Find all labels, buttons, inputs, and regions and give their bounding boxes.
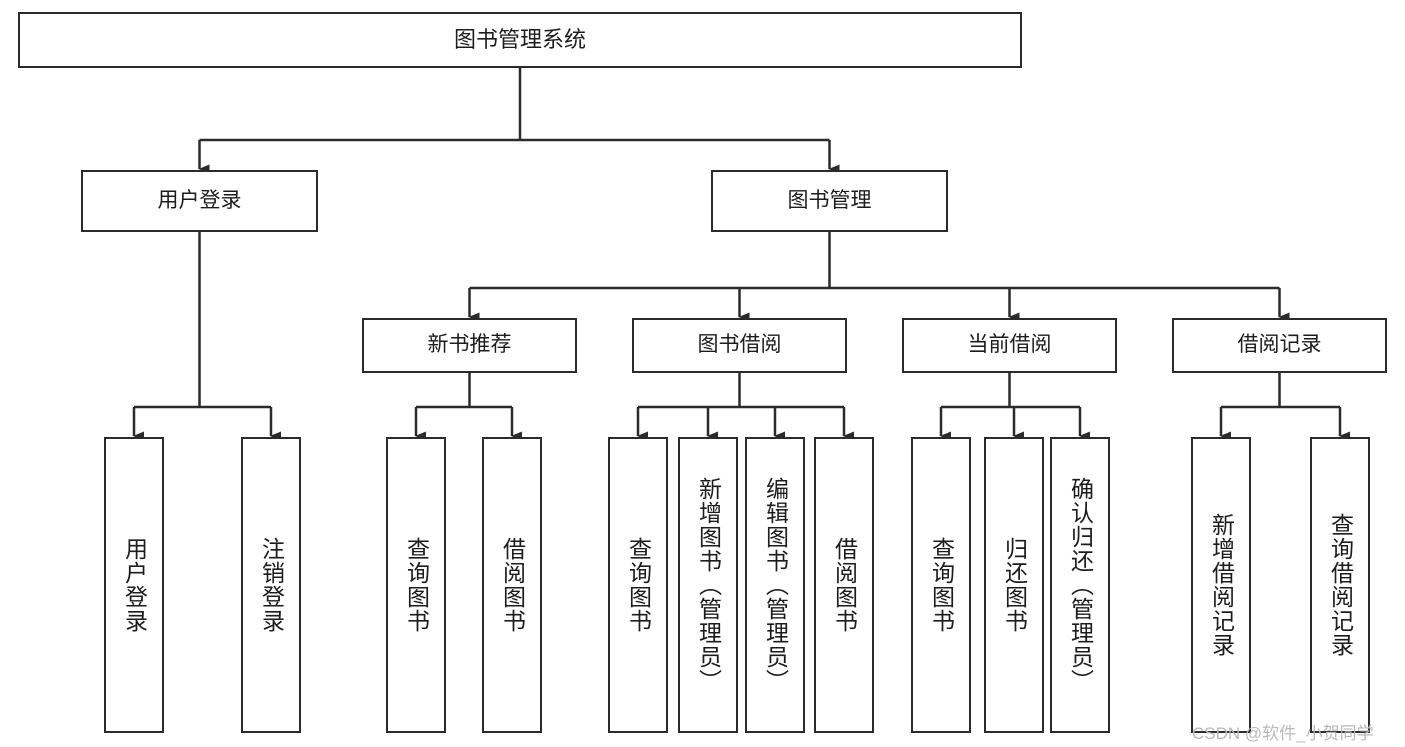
node-leaf-add-record[interactable]: 新增借阅记录: [1191, 437, 1251, 733]
node-label: 归还图书: [1001, 537, 1028, 633]
node-user-login[interactable]: 用户登录: [81, 170, 318, 232]
node-label: 用户登录: [121, 537, 148, 633]
node-label: 编辑图书（管理员）: [762, 477, 789, 693]
node-label: 查询图书: [625, 537, 652, 633]
node-book-manage[interactable]: 图书管理: [711, 170, 948, 232]
node-leaf-user-logout[interactable]: 注销登录: [241, 437, 301, 733]
node-label: 确认归还（管理员）: [1067, 477, 1094, 693]
node-label: 图书借阅: [697, 333, 782, 357]
node-current-borrow[interactable]: 当前借阅: [902, 318, 1117, 373]
node-new-book-recommend[interactable]: 新书推荐: [362, 318, 577, 373]
node-label: 新增图书（管理员）: [695, 477, 722, 693]
node-label: 借阅记录: [1237, 333, 1322, 357]
node-label: 新书推荐: [427, 333, 512, 357]
node-root[interactable]: 图书管理系统: [18, 12, 1022, 68]
node-leaf-query-book-3[interactable]: 查询图书: [911, 437, 971, 733]
node-label: 新增借阅记录: [1208, 513, 1235, 657]
node-borrow-record[interactable]: 借阅记录: [1172, 318, 1387, 373]
node-leaf-query-book-2[interactable]: 查询图书: [608, 437, 668, 733]
node-label: 用户登录: [157, 188, 242, 212]
node-leaf-query-record[interactable]: 查询借阅记录: [1310, 437, 1370, 733]
node-book-borrow[interactable]: 图书借阅: [632, 318, 847, 373]
node-label: 当前借阅: [967, 333, 1052, 357]
node-leaf-confirm-return[interactable]: 确认归还（管理员）: [1050, 437, 1110, 733]
node-label: 图书管理系统: [453, 27, 586, 53]
connector-edges: [132, 68, 1350, 441]
node-leaf-add-book[interactable]: 新增图书（管理员）: [678, 437, 738, 733]
node-label: 查询图书: [928, 537, 955, 633]
node-label: 图书管理: [787, 188, 872, 212]
node-leaf-user-login[interactable]: 用户登录: [104, 437, 164, 733]
node-label: 查询图书: [403, 537, 430, 633]
node-label: 查询借阅记录: [1327, 513, 1354, 657]
csdn-watermark: CSDN @软件_小贺同学: [1192, 724, 1374, 743]
node-label: 借阅图书: [831, 537, 858, 633]
node-leaf-query-book-1[interactable]: 查询图书: [386, 437, 446, 733]
node-label: 借阅图书: [499, 537, 526, 633]
node-leaf-return-book[interactable]: 归还图书: [984, 437, 1044, 733]
node-leaf-borrow-book-2[interactable]: 借阅图书: [814, 437, 874, 733]
node-leaf-edit-book[interactable]: 编辑图书（管理员）: [745, 437, 805, 733]
node-leaf-borrow-book-1[interactable]: 借阅图书: [482, 437, 542, 733]
node-label: 注销登录: [258, 537, 285, 633]
